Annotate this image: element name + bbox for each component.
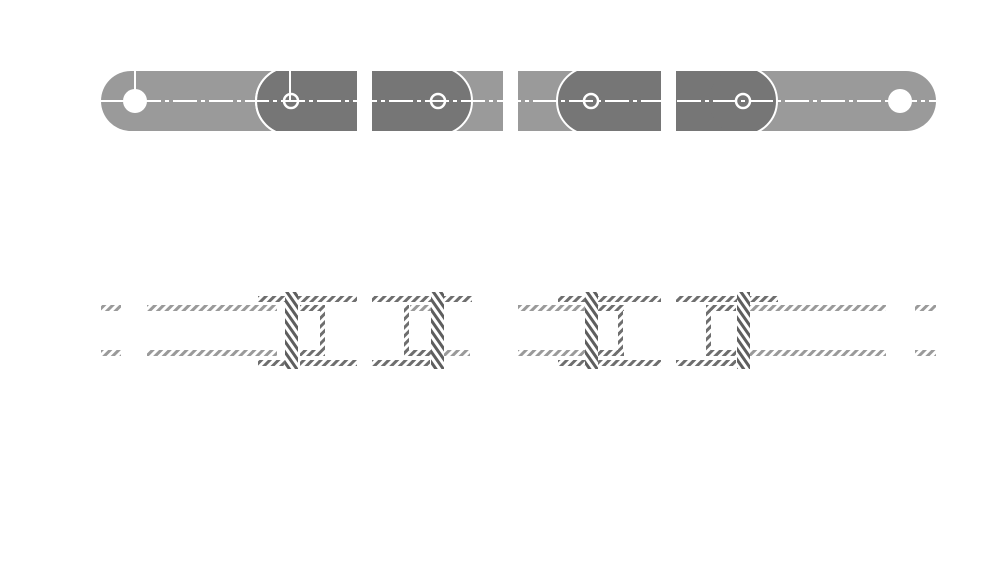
pin-ring-3 [582,92,600,110]
end-hole-left [123,89,147,113]
pin-ring-1 [282,92,300,110]
top-view [101,71,936,131]
pins-section [285,292,750,369]
pin-1 [285,292,298,369]
pin-ring-2 [429,92,447,110]
pin-rings [282,92,752,110]
outer-plates-section [101,305,936,356]
pin-3 [585,292,598,369]
pin-4 [737,292,750,369]
end-hole-right [888,89,912,113]
bushing-walls [320,305,711,356]
section-view [101,292,936,369]
inner-plates-section [258,296,778,366]
pin-2 [431,292,444,369]
pin-ring-4 [734,92,752,110]
